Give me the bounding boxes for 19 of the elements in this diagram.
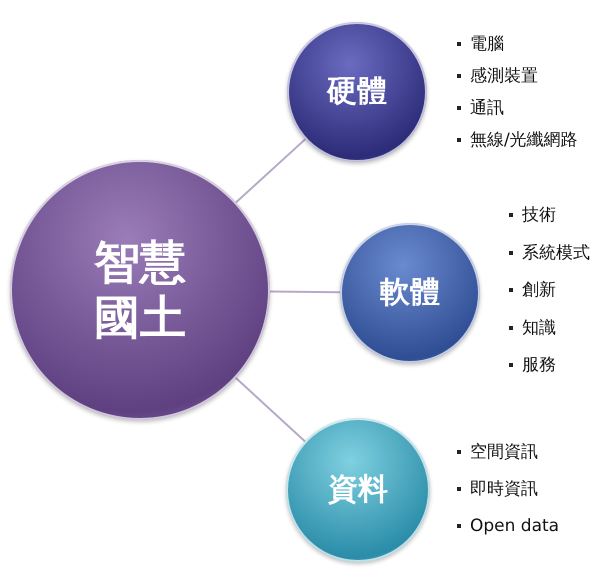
- list-item: 服務: [522, 355, 556, 375]
- list-item: 通訊: [470, 98, 504, 118]
- node-label: 硬體: [326, 74, 388, 110]
- list-item: 技術: [522, 205, 556, 225]
- list-item: 無線/光纖網路: [470, 130, 578, 150]
- connector-line: [235, 138, 306, 204]
- connector-line: [235, 377, 306, 442]
- node-label: 智慧國土: [92, 234, 187, 346]
- node-label: 軟體: [379, 275, 441, 311]
- connector-line: [270, 290, 340, 294]
- list-item: 感測裝置: [470, 66, 538, 86]
- list-item: Open data: [470, 516, 560, 536]
- list-item: 知識: [522, 318, 556, 338]
- list-item: 創新: [522, 280, 556, 300]
- list-item: 系統模式: [522, 242, 590, 262]
- node-label: 資料: [327, 472, 389, 508]
- list-item: 空間資訊: [470, 442, 538, 462]
- list-item: 電腦: [470, 34, 504, 54]
- list-item: 即時資訊: [470, 479, 538, 499]
